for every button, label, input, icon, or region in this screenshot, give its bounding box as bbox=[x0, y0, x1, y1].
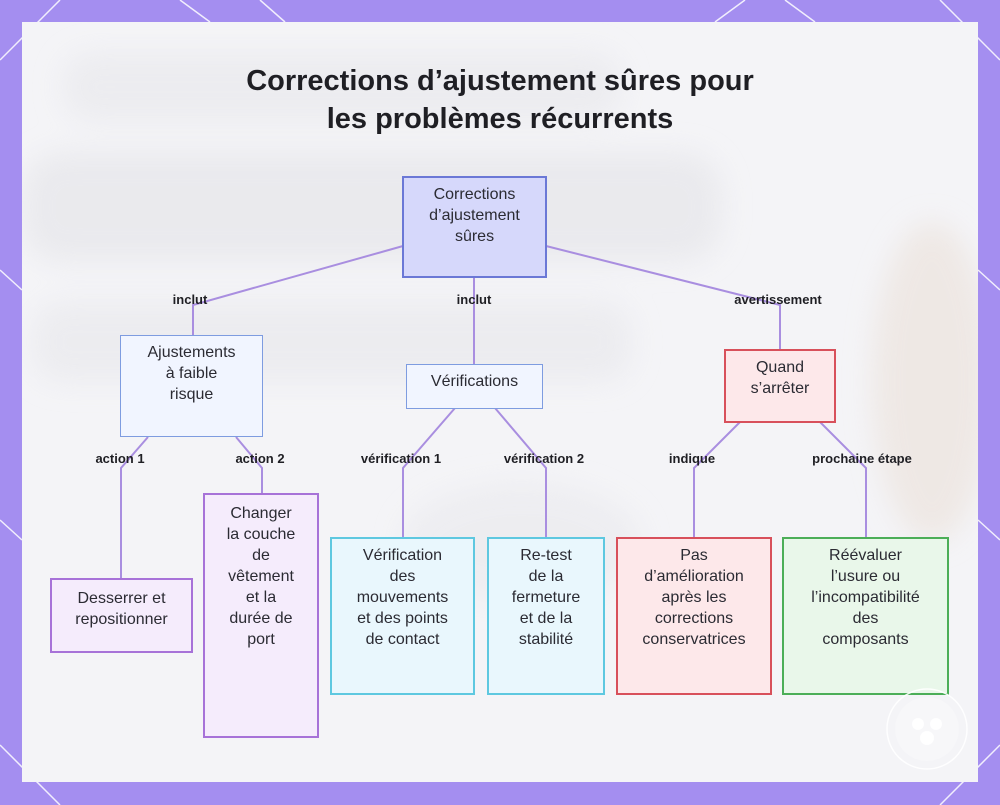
edge-label-next-step: prochaine étape bbox=[812, 451, 912, 466]
edge-label-indicates: indique bbox=[668, 451, 716, 466]
node-loosen: Desserrer et repositionner bbox=[50, 578, 193, 653]
circular-watermark-logo-icon bbox=[886, 688, 968, 770]
node-loosen-label: Desserrer et repositionner bbox=[75, 590, 168, 628]
node-root: Corrections d’ajustement sûres bbox=[402, 176, 547, 278]
edge-lowrisk-loosen bbox=[120, 436, 149, 578]
node-root-label: Corrections d’ajustement sûres bbox=[429, 186, 520, 245]
node-when-to-stop: Quand s’arrêter bbox=[724, 349, 836, 423]
edge-label-check-1: vérification 1 bbox=[360, 451, 442, 466]
edge-label-action-2: action 2 bbox=[235, 451, 285, 466]
node-reassess: Réévaluer l’usure ou l’incompatibilité d… bbox=[782, 537, 949, 695]
node-reassess-label: Réévaluer l’usure ou l’incompatibilité d… bbox=[811, 547, 920, 648]
node-movement-check: Vérification des mouvements et des point… bbox=[330, 537, 475, 695]
edge-lowrisk-change bbox=[235, 436, 263, 494]
edge-label-warning: avertissement bbox=[734, 292, 822, 307]
node-checks-label: Vérifications bbox=[430, 373, 519, 390]
title-line-2: les problèmes récurrents bbox=[326, 103, 674, 135]
node-low-risk-label: Ajustements à faible risque bbox=[147, 344, 236, 403]
edge-stop-noimprove bbox=[693, 421, 741, 537]
edge-stop-reassess bbox=[819, 421, 867, 537]
edge-checks-movement bbox=[402, 407, 456, 537]
node-checks: Vérifications bbox=[406, 364, 543, 409]
node-retest-label: Re-test de la fermeture et de la stabili… bbox=[511, 547, 581, 648]
node-no-improvement: Pas d’amélioration après les corrections… bbox=[616, 537, 772, 695]
edge-label-includes-1: inclut bbox=[172, 292, 208, 307]
edge-label-action-1: action 1 bbox=[95, 451, 145, 466]
edge-checks-retest bbox=[494, 407, 547, 537]
node-movement-check-label: Vérification des mouvements et des point… bbox=[356, 547, 449, 648]
node-low-risk: Ajustements à faible risque bbox=[120, 335, 263, 437]
edge-root-lowrisk bbox=[192, 245, 404, 336]
node-retest: Re-test de la fermeture et de la stabili… bbox=[487, 537, 605, 695]
edge-label-includes-2: inclut bbox=[456, 292, 492, 307]
edge-root-stop bbox=[545, 245, 781, 349]
diagram-title: Corrections d’ajustement sûres pour les … bbox=[0, 62, 1000, 138]
title-line-1: Corrections d’ajustement sûres pour bbox=[246, 65, 754, 97]
node-no-improvement-label: Pas d’amélioration après les corrections… bbox=[642, 547, 746, 648]
node-when-to-stop-label: Quand s’arrêter bbox=[750, 359, 810, 397]
node-change-layer: Changer la couche de vêtement et la duré… bbox=[203, 493, 319, 738]
node-change-layer-label: Changer la couche de vêtement et la duré… bbox=[226, 505, 296, 648]
edge-label-check-2: vérification 2 bbox=[503, 451, 585, 466]
